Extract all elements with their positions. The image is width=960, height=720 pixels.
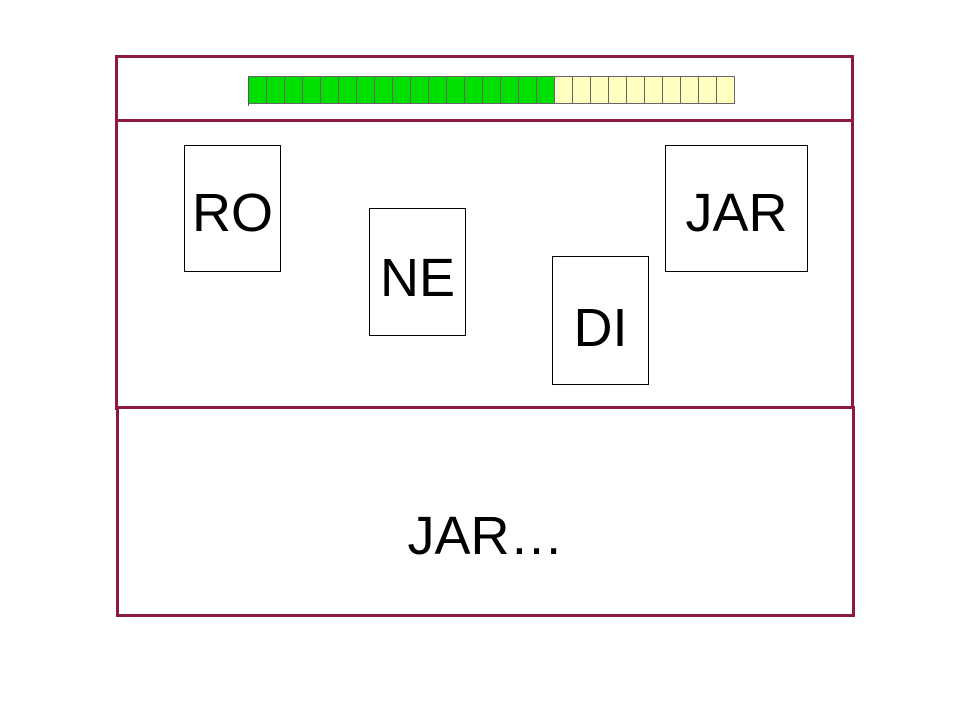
syllable-card-label: JAR (685, 183, 788, 243)
progress-segment-filled (357, 76, 375, 104)
progress-segment-filled (411, 76, 429, 104)
syllable-card-label: RO (192, 183, 273, 243)
progress-segment-filled (321, 76, 339, 104)
syllable-card-di[interactable]: DI (552, 256, 649, 385)
progress-segment-filled (393, 76, 411, 104)
progress-segment-empty (609, 76, 627, 104)
answer-text: JAR… (407, 506, 564, 566)
progress-segment-filled (339, 76, 357, 104)
progress-segment-filled (249, 76, 267, 104)
progress-segment-filled (429, 76, 447, 104)
syllable-card-ne[interactable]: NE (369, 208, 466, 336)
progress-segment-filled (303, 76, 321, 104)
progress-segment-empty (699, 76, 717, 104)
progress-segment-filled (447, 76, 465, 104)
syllable-card-label: NE (379, 248, 455, 308)
progress-segment-filled (519, 76, 537, 104)
progress-segment-empty (573, 76, 591, 104)
progress-segment-filled (267, 76, 285, 104)
progress-segment-filled (465, 76, 483, 104)
progress-bar (248, 76, 735, 106)
progress-segment-filled (501, 76, 519, 104)
progress-segment-filled (537, 76, 555, 104)
progress-segment-empty (627, 76, 645, 104)
syllable-card-jar[interactable]: JAR (665, 145, 808, 272)
progress-segment-filled (285, 76, 303, 104)
progress-segment-empty (663, 76, 681, 104)
answer-panel (116, 406, 855, 617)
progress-segment-empty (645, 76, 663, 104)
progress-segment-empty (681, 76, 699, 104)
syllable-card-label: DI (573, 298, 628, 358)
progress-segment-filled (483, 76, 501, 104)
progress-segment-empty (717, 76, 735, 104)
progress-segment-empty (591, 76, 609, 104)
syllable-card-ro[interactable]: RO (184, 145, 281, 272)
progress-segment-filled (375, 76, 393, 104)
progress-segment-empty (555, 76, 573, 104)
